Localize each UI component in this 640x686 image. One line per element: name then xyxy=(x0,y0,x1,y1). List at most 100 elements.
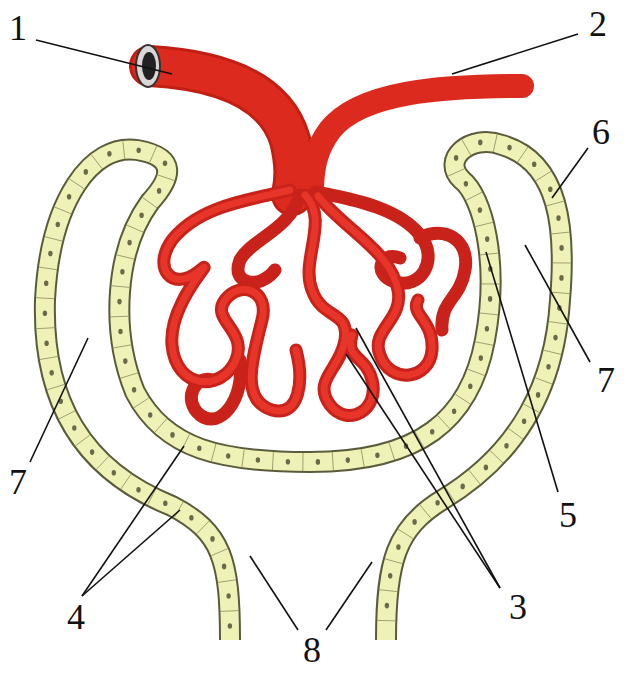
cell-border xyxy=(111,316,129,318)
cell-nucleus xyxy=(117,299,121,305)
cell-border xyxy=(155,419,167,433)
cell-nucleus xyxy=(44,340,48,346)
cell-border xyxy=(174,502,183,518)
cell-nucleus xyxy=(504,443,508,449)
cell-border xyxy=(211,444,216,461)
cell-border xyxy=(377,620,395,622)
cell-nucleus xyxy=(430,429,434,435)
cell-nucleus xyxy=(286,459,290,465)
cell-border xyxy=(385,559,402,564)
cell-nucleus xyxy=(478,140,482,146)
vessel-lumen xyxy=(142,52,156,80)
glomerulus xyxy=(164,190,466,419)
cell-border xyxy=(455,394,470,404)
cell-nucleus xyxy=(132,387,136,393)
cell-nucleus xyxy=(522,419,526,425)
callout-number: 4 xyxy=(67,599,85,635)
cell-border xyxy=(445,487,455,502)
cell-border xyxy=(302,453,303,471)
cell-nucleus xyxy=(189,515,193,521)
cell-border xyxy=(272,452,273,470)
cell-nucleus xyxy=(120,269,124,275)
callout-number: 7 xyxy=(597,362,615,398)
cell-border xyxy=(75,435,90,446)
cell-nucleus xyxy=(546,364,550,370)
cell-border xyxy=(379,590,397,592)
cell-border xyxy=(466,192,482,200)
cell-border xyxy=(480,253,498,255)
cell-border xyxy=(197,521,210,534)
cell-nucleus xyxy=(388,573,392,579)
cell-nucleus xyxy=(118,329,122,335)
cell-border xyxy=(39,267,57,270)
cell-border xyxy=(490,451,503,464)
cell-nucleus xyxy=(48,251,52,257)
cell-border xyxy=(480,313,498,315)
cell-border xyxy=(535,378,552,384)
callout-number: 3 xyxy=(509,589,527,625)
cell-border xyxy=(69,179,84,189)
cell-border xyxy=(553,262,571,263)
cell-border xyxy=(332,452,333,470)
cell-border xyxy=(112,286,130,288)
cell-border xyxy=(508,429,523,440)
cell-border xyxy=(549,322,567,324)
cell-border xyxy=(482,283,500,284)
cell-border xyxy=(221,610,239,612)
cell-border xyxy=(469,470,480,484)
cell-border xyxy=(36,298,54,299)
cell-nucleus xyxy=(548,187,552,193)
cell-border xyxy=(40,357,58,360)
cell-nucleus xyxy=(72,425,76,431)
cell-nucleus xyxy=(385,603,389,609)
cell-nucleus xyxy=(226,453,230,459)
callout-number: 2 xyxy=(589,6,607,42)
glomerulus-highlight xyxy=(164,190,432,415)
cell-nucleus xyxy=(452,409,456,415)
afferent-arteriole xyxy=(150,66,294,195)
cell-border xyxy=(47,385,64,390)
callout-number: 1 xyxy=(9,10,27,46)
cell-nucleus xyxy=(90,449,94,455)
cell-border xyxy=(475,222,493,226)
cell-border xyxy=(91,155,102,169)
cell-nucleus xyxy=(412,519,416,525)
cell-border xyxy=(552,232,570,234)
cell-nucleus xyxy=(228,623,232,629)
cell-nucleus xyxy=(478,207,482,213)
cell-nucleus xyxy=(256,457,260,463)
cell-nucleus xyxy=(464,181,468,187)
cell-border xyxy=(127,225,144,232)
cell-border xyxy=(398,529,413,539)
cell-nucleus xyxy=(67,194,71,200)
cell-nucleus xyxy=(435,500,439,506)
cell-nucleus xyxy=(454,155,458,161)
cell-border xyxy=(468,369,485,375)
cell-border xyxy=(218,580,236,583)
cell-nucleus xyxy=(136,487,140,493)
cell-nucleus xyxy=(107,151,111,157)
cell-nucleus xyxy=(170,432,174,438)
cell-nucleus xyxy=(485,236,489,242)
cell-border xyxy=(121,373,138,378)
cell-nucleus xyxy=(316,459,320,465)
cell-nucleus xyxy=(127,240,131,246)
cell-nucleus xyxy=(44,281,48,287)
cell-border xyxy=(493,134,497,152)
cell-border xyxy=(96,456,109,469)
cell-nucleus xyxy=(479,355,483,361)
cell-nucleus xyxy=(461,484,465,490)
callout-number: 6 xyxy=(592,114,610,150)
cell-border xyxy=(448,169,464,176)
cell-nucleus xyxy=(559,245,563,251)
cell-nucleus xyxy=(210,536,214,542)
cell-border xyxy=(361,449,364,467)
cell-border xyxy=(142,197,157,208)
cell-nucleus xyxy=(163,500,167,506)
cell-nucleus xyxy=(468,383,472,389)
cell-nucleus xyxy=(488,296,492,302)
callout-number: 5 xyxy=(559,497,577,533)
cell-border xyxy=(518,147,528,162)
cell-nucleus xyxy=(84,169,88,175)
